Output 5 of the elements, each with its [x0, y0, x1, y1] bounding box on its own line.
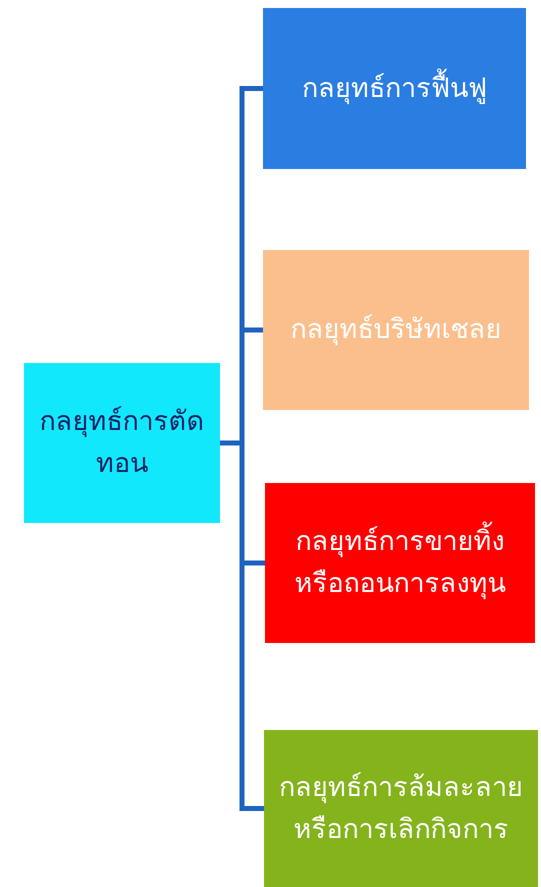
strategy-box: กลยุทธ์บริษัทเชลย: [263, 250, 529, 410]
strategy-box: กลยุทธ์การขายทิ้งหรือถอนการลงทุน: [265, 483, 535, 643]
strategy-box: กลยุทธ์การฟื้นฟู: [263, 8, 526, 169]
strategy-box: กลยุทธ์การล้มละลายหรือการเลิกกิจการ: [264, 730, 538, 887]
strategy-box: กลยุทธ์การตัดทอน: [24, 363, 220, 523]
